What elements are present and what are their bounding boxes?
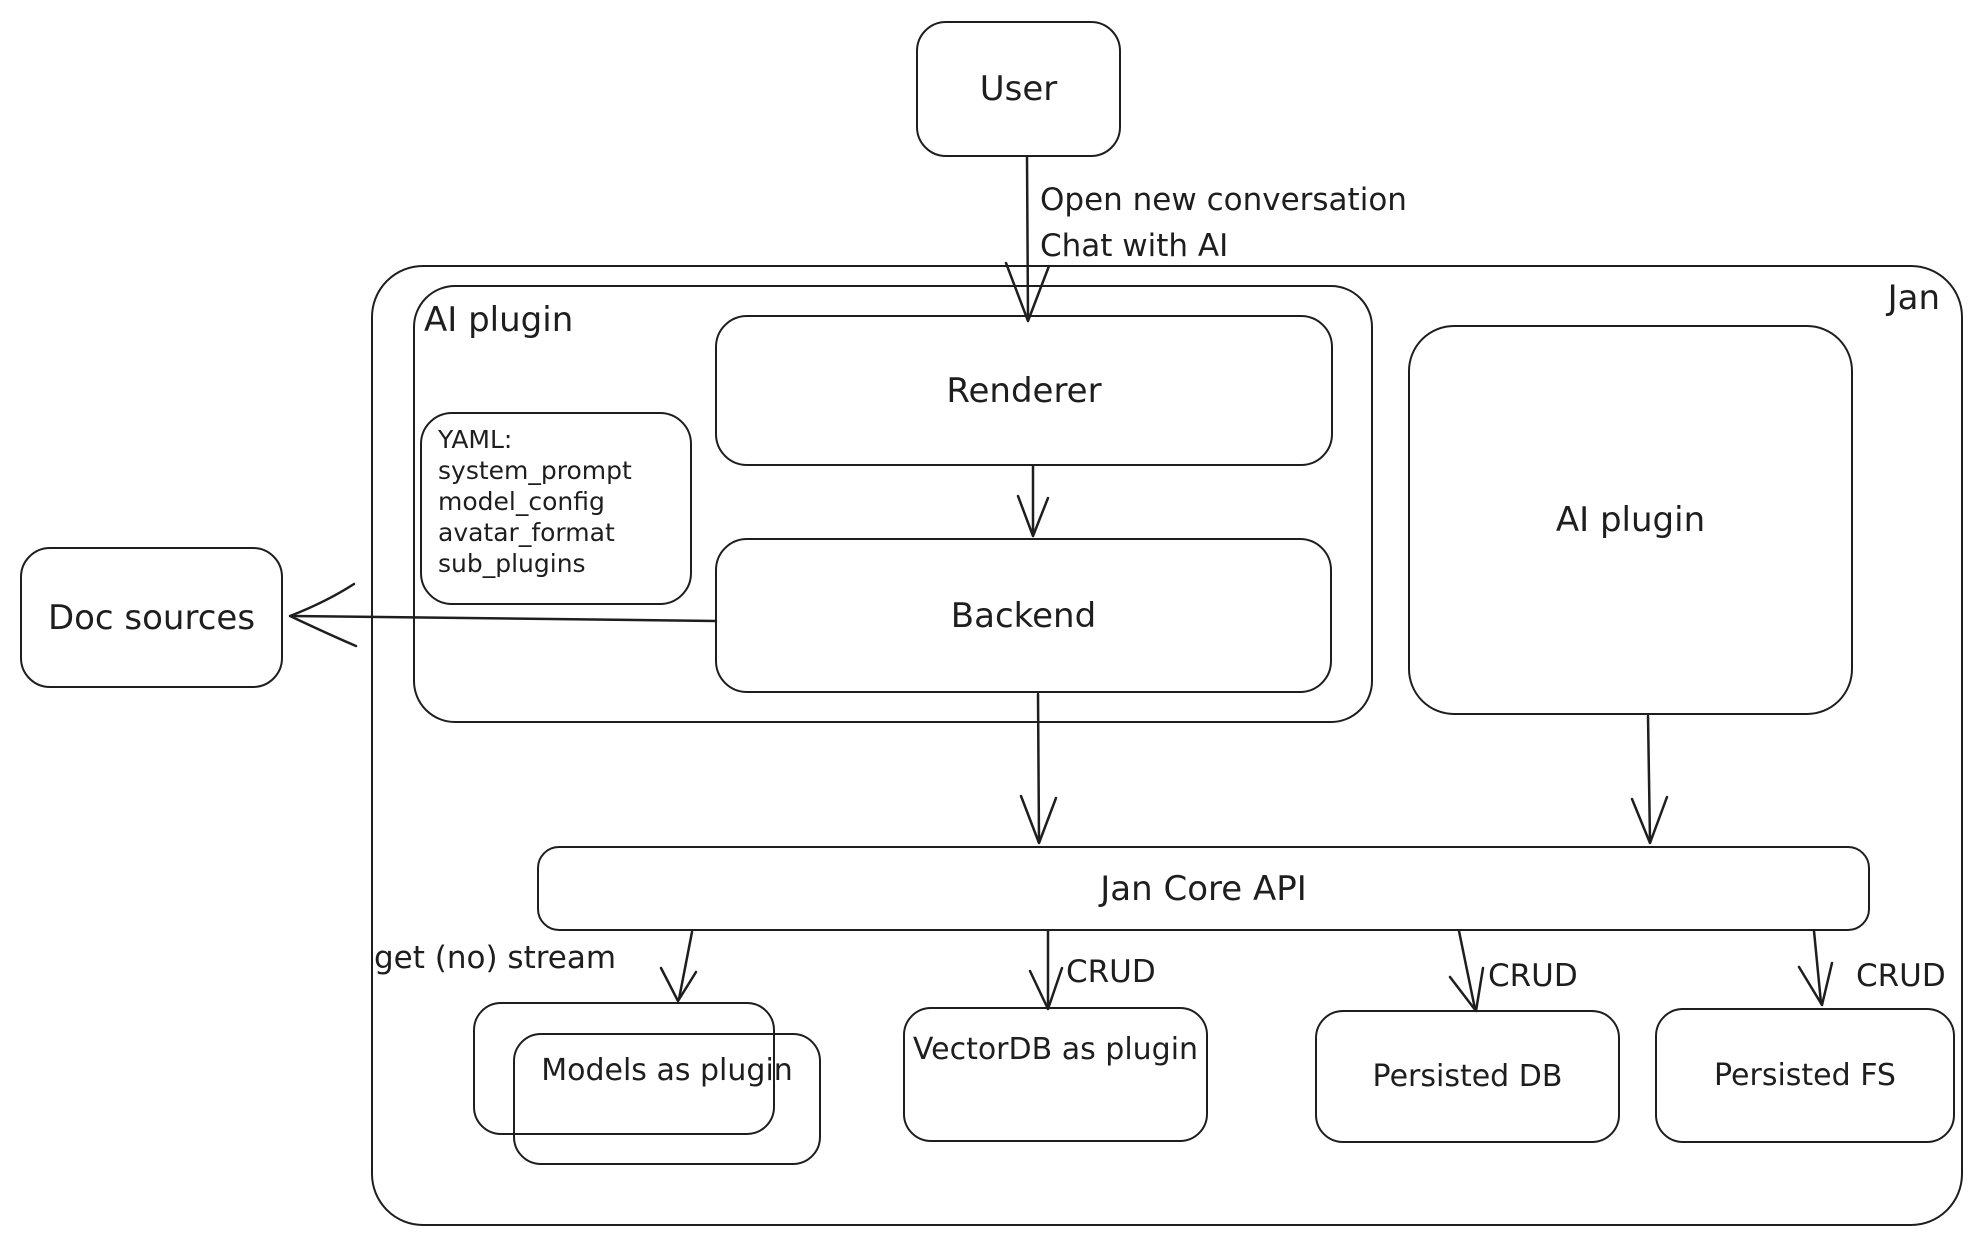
ai-plugin-right-label: AI plugin	[1555, 500, 1706, 540]
yaml-note-line: avatar_format	[438, 518, 615, 547]
backend-node: Backend	[715, 538, 1332, 693]
yaml-note-line: system_prompt	[438, 456, 632, 485]
ai-plugin-left-container	[413, 285, 1373, 723]
persisted-fs-label: Persisted FS	[1714, 1058, 1896, 1093]
edge-label-chat-with-ai: Chat with AI	[1040, 228, 1229, 264]
arrow-core-to-models	[677, 930, 694, 1001]
arrow-ai-plugin-to-core	[1646, 714, 1652, 843]
arrow-core-to-persisted-db	[1457, 929, 1477, 1011]
edge-label-crud-persisted-db: CRUD	[1488, 958, 1578, 994]
arrowhead-backend-to-core	[1019, 794, 1058, 845]
vectordb-as-plugin-label: VectorDB as plugin	[912, 1032, 1199, 1067]
edge-label-get-no-stream: get (no) stream	[374, 940, 617, 976]
renderer-node: Renderer	[715, 315, 1333, 466]
jan-container-label: Jan	[1887, 278, 1940, 318]
arrow-backend-to-doc-sources	[290, 614, 718, 623]
arrowhead-backend-to-doc-sources	[288, 582, 358, 648]
persisted-db-node: Persisted DB	[1315, 1010, 1620, 1143]
edge-label-crud-persisted-fs: CRUD	[1856, 958, 1946, 994]
models-as-plugin-node	[513, 1033, 821, 1165]
arrowhead-user-to-renderer	[1004, 261, 1051, 323]
ai-plugin-right-node: AI plugin	[1408, 325, 1853, 715]
yaml-note-line: YAML:	[438, 425, 513, 454]
user-node: User	[916, 21, 1121, 157]
persisted-db-label: Persisted DB	[1372, 1059, 1563, 1094]
vectordb-as-plugin-node	[903, 1007, 1208, 1142]
arrowhead-core-to-persisted-fs	[1797, 961, 1834, 1007]
doc-sources-label: Doc sources	[47, 597, 256, 638]
arrowhead-core-to-persisted-db	[1448, 966, 1485, 1013]
ai-plugin-left-label: AI plugin	[424, 300, 574, 340]
arrowhead-core-to-vectordb	[1028, 966, 1064, 1011]
jan-core-api-node: Jan Core API	[537, 846, 1870, 931]
arrow-backend-to-core	[1036, 692, 1041, 843]
arrow-core-to-persisted-fs	[1812, 929, 1823, 1005]
persisted-fs-node: Persisted FS	[1655, 1008, 1955, 1143]
renderer-node-label: Renderer	[946, 370, 1102, 411]
models-as-plugin-label: Models as plugin	[541, 1053, 793, 1088]
jan-core-api-label: Jan Core API	[1100, 868, 1307, 909]
doc-sources-node: Doc sources	[20, 547, 283, 688]
yaml-note-line: model_config	[438, 487, 605, 516]
edge-label-crud-vectordb: CRUD	[1066, 954, 1156, 990]
jan-container	[371, 265, 1963, 1226]
user-node-label: User	[979, 69, 1058, 109]
backend-node-label: Backend	[950, 595, 1097, 636]
arrow-user-to-renderer	[1025, 155, 1030, 320]
yaml-note: YAML: system_prompt model_config avatar_…	[420, 412, 692, 605]
arrowhead-renderer-to-backend	[1016, 494, 1050, 538]
arrowhead-ai-plugin-to-core	[1630, 795, 1669, 845]
models-as-plugin-node-back	[473, 1002, 775, 1135]
arrowhead-core-to-models	[659, 966, 698, 1003]
yaml-note-line: sub_plugins	[438, 549, 586, 578]
edge-label-open-conversation: Open new conversation	[1040, 182, 1407, 218]
